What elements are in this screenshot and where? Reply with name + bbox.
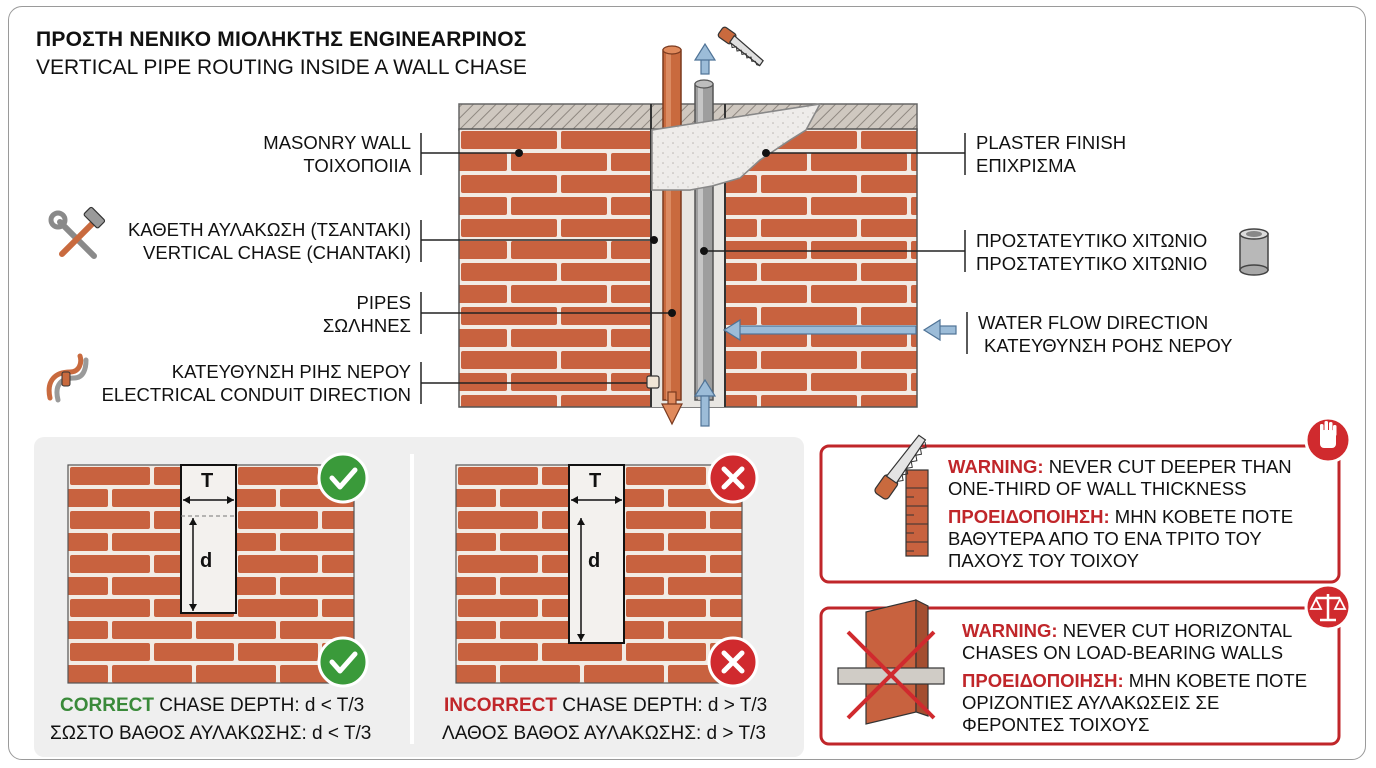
incorrect-wall-section bbox=[455, 464, 743, 684]
dim-t-correct: T bbox=[201, 470, 214, 492]
flow-up-arrow-bottom bbox=[693, 378, 717, 427]
warning-2-keyword-en: WARNING: bbox=[962, 620, 1058, 641]
label-pipes-en: PIPES bbox=[356, 292, 412, 313]
check-icon-top bbox=[317, 452, 369, 504]
dim-t-incorrect: T bbox=[589, 470, 602, 492]
dim-d-correct: d bbox=[200, 550, 213, 572]
check-icon-bottom bbox=[317, 636, 369, 688]
outer-frame bbox=[8, 6, 1366, 760]
warning-2-keyword-gr: ΠΡΟΕΙΔΟΠΟΙΗΣΗ: bbox=[962, 670, 1124, 691]
cable-icon bbox=[46, 353, 89, 403]
hand-stop-icon bbox=[1304, 416, 1352, 464]
label-plaster: PLASTER FINISH ΕΠΙΧΡΙΣΜΑ bbox=[976, 131, 1126, 177]
flow-up-arrow-top bbox=[693, 42, 717, 75]
dim-d-incorrect: d bbox=[588, 550, 601, 572]
caption-incorrect-en: CHASE DEPTH: d > T/3 bbox=[556, 695, 768, 716]
label-masonry-en: MASONRY WALL bbox=[263, 132, 411, 153]
warning-text-2: WARNING: NEVER CUT HORIZONTAL CHASES ON … bbox=[962, 620, 1322, 742]
sleeve-icon bbox=[1239, 228, 1269, 276]
label-sleeve-2: ΠΡΟΣΤΑΤΕΥΤΙΚΟ ΧΙΤΩΝΙΟ bbox=[976, 253, 1208, 274]
copper-pipe bbox=[662, 45, 682, 401]
label-plaster-gr: ΕΠΙΧΡΙΣΜΑ bbox=[976, 155, 1076, 176]
scales-icon bbox=[1304, 583, 1352, 631]
label-plaster-en: PLASTER FINISH bbox=[976, 132, 1127, 153]
horizontal-chase-illustration bbox=[837, 599, 945, 725]
cross-icon-top bbox=[707, 452, 759, 504]
label-chase-en: VERTICAL CHASE (CHANTAKI) bbox=[143, 242, 411, 263]
label-sleeve-1: ΠΡΟΣΤΑΤΕΥΤΙΚΟ ΧΙΤΩΝΙΟ bbox=[976, 230, 1208, 251]
title-line-1: ΠΡΟΣΤΗ ΝΕΝΙΚΟ ΜΙΟΛΗΚΤΗΣ ENGINEARΡΙΝΟΣ bbox=[36, 28, 527, 51]
saw-icon bbox=[717, 26, 764, 67]
warning-1-text-gr: ΜΗΝ ΚΟΒΕΤΕ ΠΟΤΕ ΒΑΘΥΤΕΡΑ ΑΠΟ ΤΟ ΕΝΑ ΤΡΙΤ… bbox=[948, 506, 1294, 571]
caption-correct-gr: ΣΩΣΤΟ ΒΑΘΟΣ ΑΥΛΑΚΩΣΗΣ: d < T/3 bbox=[50, 723, 372, 744]
hammer-wrench-icon bbox=[48, 206, 106, 259]
leader-lines-right bbox=[704, 133, 968, 354]
warning-box-2 bbox=[819, 606, 1341, 746]
title-line-2: VERTICAL PIPE ROUTING INSIDE A WALL CHAS… bbox=[36, 56, 527, 79]
water-flow-arrow-outer bbox=[922, 318, 957, 342]
caption-correct-en: CHASE DEPTH: d < T/3 bbox=[153, 695, 365, 716]
label-chase-gr: ΚΑΘΕΤΗ ΑΥΛΑΚΩΣΗ (ΤΣΑΝΤΑΚΙ) bbox=[127, 219, 411, 240]
caption-incorrect-keyword: INCORRECT bbox=[444, 695, 557, 716]
warning-1-keyword-gr: ΠΡΟΕΙΔΟΠΟΙΗΣΗ: bbox=[948, 506, 1110, 527]
warning-1-keyword-en: WARNING: bbox=[948, 456, 1044, 477]
label-conduit: ΚΑΤΕΥΘΥΝΣΗ ΡΙΗΣ ΝΕΡΟΥ ELECTRICAL CONDUIT… bbox=[102, 360, 411, 406]
warning-2-text-gr: ΜΗΝ ΚΟΒΕΤΕ ΠΟΤΕ ΟΡΙΖΟΝΤΙΕΣ ΑΥΛΑΚΩΣΕΙΣ ΣΕ… bbox=[962, 670, 1308, 735]
label-flow-gr: ΚΑΤΕΥΘΥΝΣΗ ΡΟΗΣ ΝΕΡΟΥ bbox=[984, 335, 1233, 356]
caption-correct: CORRECT CHASE DEPTH: d < T/3 ΣΩΣΤΟ ΒΑΘΟΣ… bbox=[50, 692, 371, 748]
warning-2-text-en: NEVER CUT HORIZONTAL CHASES ON LOAD-BEAR… bbox=[962, 620, 1292, 663]
label-conduit-gr: ΚΑΤΕΥΘΥΝΣΗ ΡΙΗΣ ΝΕΡΟΥ bbox=[171, 361, 411, 382]
warning-box-1 bbox=[819, 444, 1341, 584]
label-sleeve: ΠΡΟΣΤΑΤΕΥΤΙΚΟ ΧΙΤΩΝΙΟ ΠΡΟΣΤΑΤΕΥΤΙΚΟ ΧΙΤΩ… bbox=[976, 229, 1207, 275]
caption-incorrect-gr: ΛΑΘΟΣ ΒΑΘΟΣ ΑΥΛΑΚΩΣΗΣ: d > T/3 bbox=[442, 723, 766, 744]
water-flow-arrow-inner bbox=[722, 318, 917, 342]
label-masonry: MASONRY WALL ΤΟΙΧΟΠΟΙΙΑ bbox=[263, 131, 411, 177]
label-masonry-gr: ΤΟΙΧΟΠΟΙΙΑ bbox=[303, 155, 411, 176]
label-chase: ΚΑΘΕΤΗ ΑΥΛΑΚΩΣΗ (ΤΣΑΝΤΑΚΙ) VERTICAL CHAS… bbox=[128, 218, 411, 264]
saw-ruler-illustration bbox=[874, 434, 929, 557]
caption-incorrect: INCORRECT CHASE DEPTH: d > T/3 ΛΑΘΟΣ ΒΑΘ… bbox=[442, 692, 768, 748]
label-flow-en: WATER FLOW DIRECTION bbox=[978, 312, 1209, 333]
warning-text-1: WARNING: NEVER CUT DEEPER THAN ONE-THIRD… bbox=[948, 456, 1318, 578]
label-flow: WATER FLOW DIRECTION ΚΑΤΕΥΘΥΝΣΗ ΡΟΗΣ ΝΕΡ… bbox=[978, 311, 1233, 357]
leader-lines-left bbox=[420, 133, 672, 404]
label-pipes: PIPES ΣΩΛΗΝΕΣ bbox=[323, 291, 411, 337]
cross-icon-bottom bbox=[707, 636, 759, 688]
warning-1-text-en: NEVER CUT DEEPER THAN ONE-THIRD OF WALL … bbox=[948, 456, 1292, 499]
caption-correct-keyword: CORRECT bbox=[60, 695, 154, 716]
label-pipes-gr: ΣΩΛΗΝΕΣ bbox=[322, 315, 411, 336]
correct-wall-section bbox=[67, 464, 355, 684]
flow-down-arrow bbox=[661, 391, 683, 426]
label-conduit-en: ELECTRICAL CONDUIT DIRECTION bbox=[101, 384, 411, 405]
conduit-box bbox=[646, 375, 660, 389]
